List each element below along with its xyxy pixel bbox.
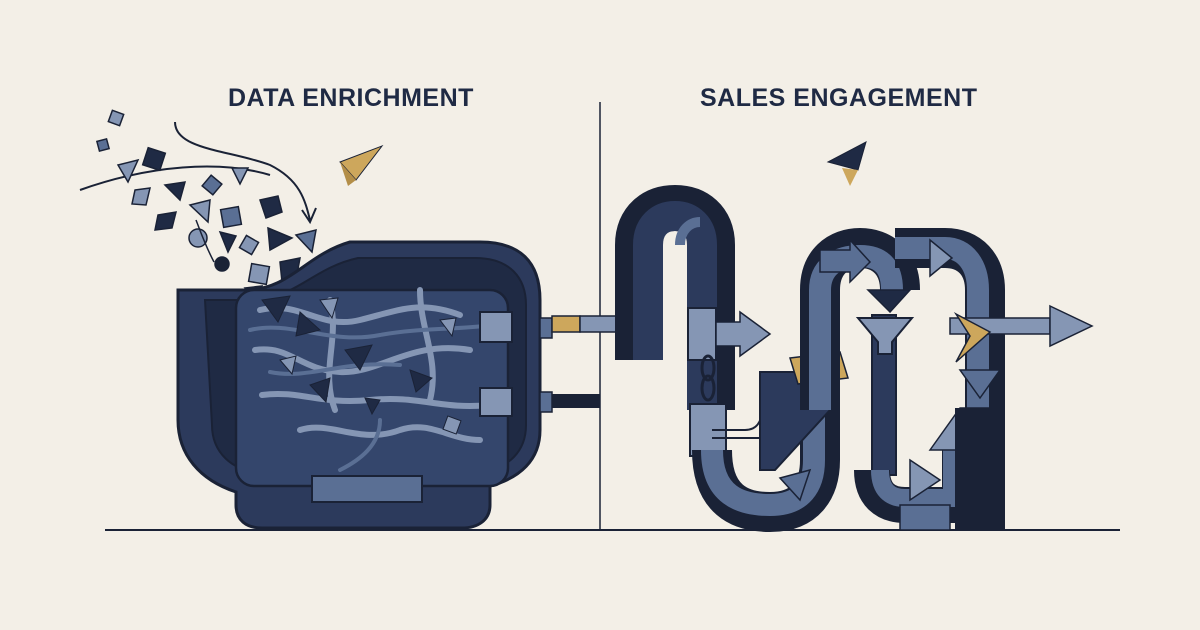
enrichment-machine — [176, 240, 553, 530]
folded-flag-icon — [826, 141, 867, 186]
engagement-pipe-right — [895, 228, 1005, 530]
curved-arrow-icon — [79, 121, 317, 225]
data-enrichment-heading: DATA ENRICHMENT — [228, 84, 474, 112]
funnel-icon — [854, 314, 978, 531]
engagement-pipe-left — [615, 184, 772, 410]
raw-data-shapes — [95, 109, 323, 302]
engagement-output-arrow — [949, 304, 1094, 363]
sales-engagement-heading: SALES ENGAGEMENT — [700, 84, 978, 112]
folded-flag-icon — [339, 144, 384, 186]
